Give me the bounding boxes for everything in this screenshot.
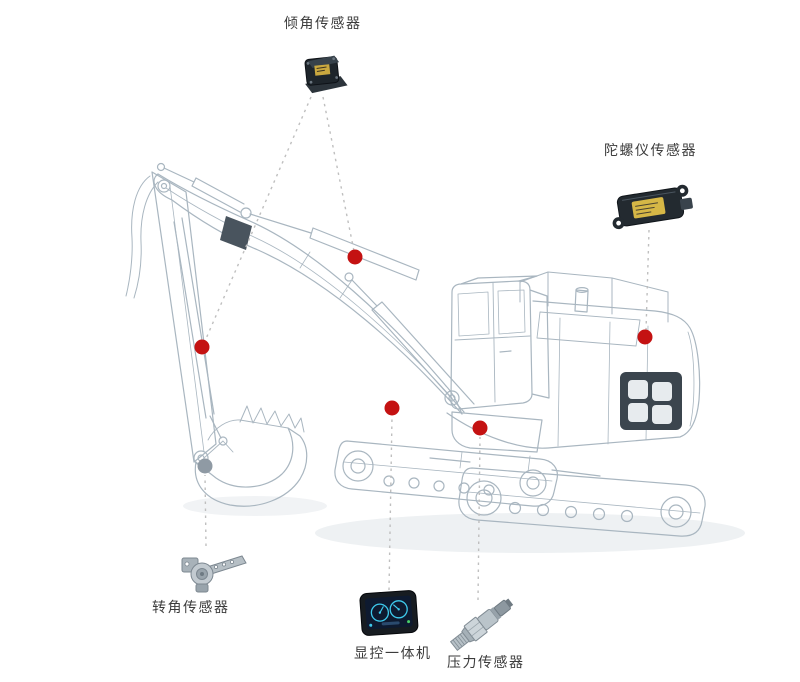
rotation-sensor-icon <box>181 555 247 593</box>
bucket-cylinder <box>240 207 420 281</box>
leader-gyro <box>645 229 650 332</box>
cab <box>450 275 550 410</box>
excavator-wireframe <box>125 162 706 537</box>
gyro-sensor-label: 陀螺仪传感器 <box>604 142 697 158</box>
arm-cylinder <box>156 162 245 213</box>
marker-arm-point <box>194 339 210 355</box>
marker-bucket-point <box>197 458 213 474</box>
display-unit-label: 显控一体机 <box>354 645 432 661</box>
bucket-link-cylinder <box>173 217 234 459</box>
bucket <box>194 405 308 507</box>
marker-swing-point <box>384 400 400 416</box>
leader-tilt-to-boom <box>322 96 355 252</box>
pressure-sensor-icon <box>449 598 514 652</box>
leader-lines <box>204 96 650 601</box>
tilt-sensor-label: 倾角传感器 <box>284 15 362 31</box>
boom-cylinder <box>344 272 475 413</box>
track-near <box>458 467 706 537</box>
pressure-sensor-label: 压力传感器 <box>447 654 525 670</box>
undercarriage-frame <box>429 411 601 477</box>
gyro-sensor-icon <box>612 184 693 230</box>
marker-engine-point <box>637 329 653 345</box>
leader-tilt-to-arm <box>204 96 312 342</box>
sensor-markers <box>194 249 653 474</box>
rotation-sensor-label: 转角传感器 <box>152 599 230 615</box>
marker-boom-point <box>347 249 363 265</box>
ground-shadow <box>183 496 745 553</box>
hydraulic-hoses <box>125 175 159 299</box>
display-unit-icon <box>359 590 419 636</box>
tilt-sensor-icon <box>304 55 348 94</box>
engine-grille <box>620 372 682 430</box>
track-far <box>334 440 558 507</box>
marker-chassis-point <box>472 420 488 436</box>
boom <box>153 173 463 415</box>
leader-rotation <box>204 474 207 547</box>
leader-display <box>388 416 393 591</box>
arm <box>151 171 217 466</box>
boom-apex-link <box>220 216 252 250</box>
